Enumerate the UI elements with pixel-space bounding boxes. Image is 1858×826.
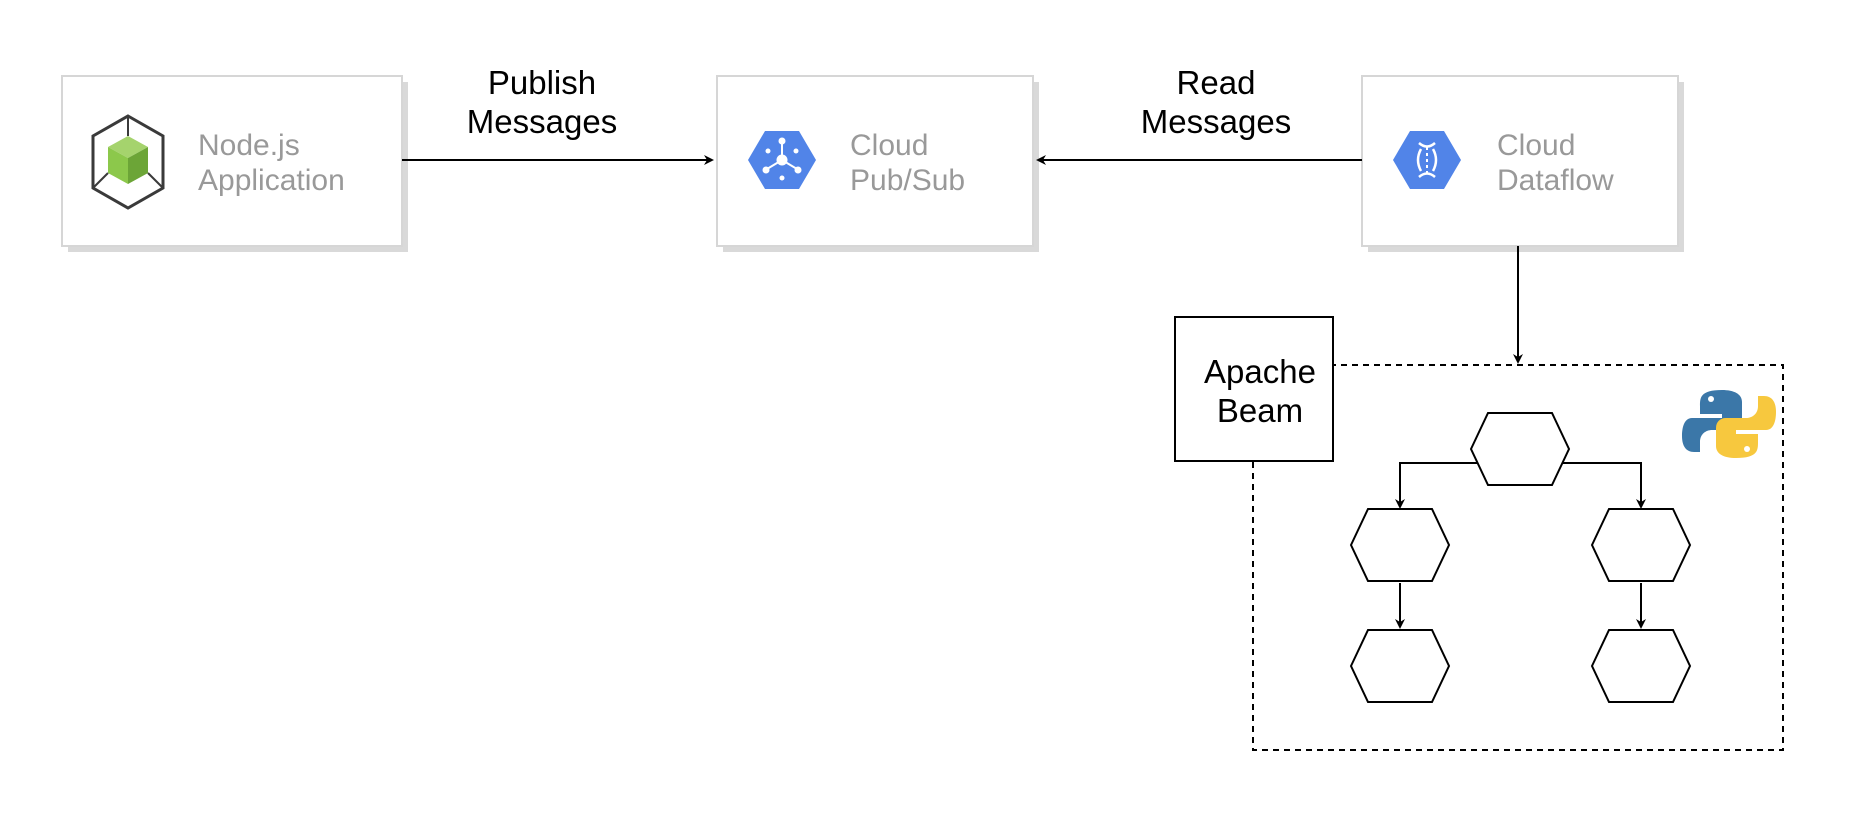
branch-arrow-right [1556, 462, 1646, 509]
nodejs-label-line2: Application [198, 164, 345, 197]
pipeline-root-node [1469, 412, 1571, 486]
beam-label-line1: Apache [1204, 353, 1316, 390]
pipeline-graph [1349, 412, 1692, 703]
read-label-line1: Read [1177, 64, 1256, 101]
dataflow-label-line1: Cloud [1497, 129, 1575, 162]
pipeline-left-node-1 [1349, 508, 1451, 582]
beam-label-line2: Beam [1217, 392, 1303, 429]
pubsub-label-line2: Pub/Sub [850, 164, 965, 197]
nodejs-application-card[interactable]: Node.js Application [61, 75, 408, 252]
pipeline-left-node-2 [1349, 629, 1451, 703]
pipeline-right-node-2 [1590, 629, 1692, 703]
pubsub-label-line1: Cloud [850, 129, 928, 162]
pubsub-icon [748, 131, 816, 189]
python-icon [1682, 390, 1776, 458]
beam-pipeline-container [1252, 364, 1784, 751]
cloud-pubsub-card[interactable]: Cloud Pub/Sub [716, 75, 1039, 252]
read-label-line2: Messages [1141, 103, 1291, 140]
nodejs-label-line1: Node.js [198, 129, 300, 162]
nodejs-icon [91, 114, 165, 210]
publish-label-line1: Publish [488, 64, 596, 101]
publish-label-line2: Messages [467, 103, 617, 140]
pipeline-right-node-1 [1590, 508, 1692, 582]
branch-arrow-left [1395, 462, 1484, 509]
cloud-dataflow-card[interactable]: Cloud Dataflow [1361, 75, 1684, 252]
dataflow-icon [1393, 131, 1461, 189]
apache-beam-label-box: Apache Beam [1174, 316, 1334, 462]
dataflow-label-line2: Dataflow [1497, 164, 1614, 197]
